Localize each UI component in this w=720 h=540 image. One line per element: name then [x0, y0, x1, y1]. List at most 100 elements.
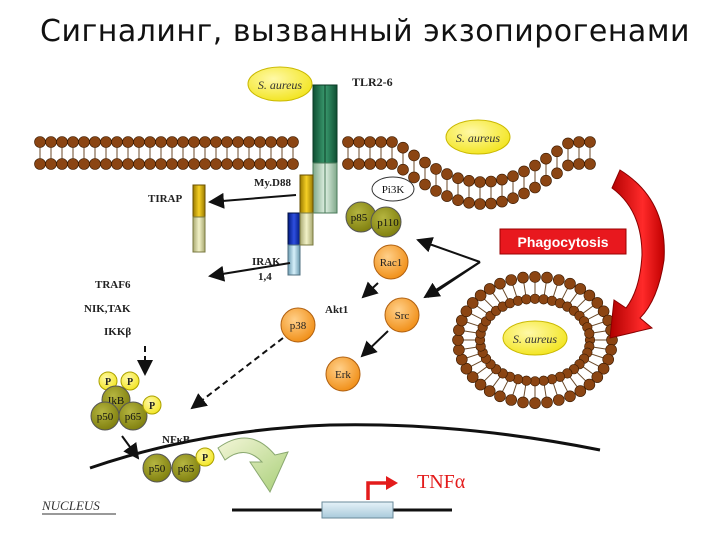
lipid-head [353, 158, 365, 170]
phagocytosis-banner: Phagocytosis [499, 228, 627, 255]
lipid-head [441, 168, 453, 180]
lipid-head [564, 277, 576, 290]
irak-number-label: 1,4 [258, 271, 272, 283]
lipid-head [529, 293, 541, 304]
transcription-start-arrow [366, 481, 388, 500]
tlr-label: TLR2-6 [352, 75, 393, 89]
lipid-head [34, 136, 46, 148]
tlr2-6-receptor [299, 84, 338, 214]
lipid-head [512, 295, 524, 306]
tnf-gene-box [321, 501, 394, 519]
lipid-head [518, 187, 530, 200]
svg-text:p50: p50 [97, 411, 114, 423]
lipid-head [342, 136, 354, 148]
lipid-head [552, 394, 565, 406]
lipid-head [605, 344, 617, 356]
lipid-head [342, 158, 354, 170]
lipid-head [78, 158, 90, 170]
lipid-head [538, 375, 549, 386]
lipid-head [517, 396, 529, 409]
lipid-head [199, 158, 211, 170]
lipid-head [562, 159, 574, 172]
lipid-head [546, 374, 558, 385]
lipid-head [474, 289, 487, 302]
translocation-swoosh-arrow [217, 437, 289, 494]
lipid-head [540, 174, 552, 187]
lipid-head [276, 158, 288, 170]
svg-text:Phagocytosis: Phagocytosis [517, 234, 608, 250]
svg-text:P: P [149, 401, 155, 412]
lipid-head [529, 181, 541, 194]
lipid-head [364, 136, 376, 148]
lipid-head [276, 136, 288, 148]
erk-node: Erk [325, 356, 361, 392]
lipid-head [210, 136, 222, 148]
svg-text:P: P [105, 377, 111, 388]
lipid-head [364, 158, 376, 170]
s-aureus-top: S. aureus [247, 66, 313, 102]
lipid-head [89, 158, 101, 170]
lipid-head [466, 297, 479, 309]
lipid-head [591, 297, 604, 309]
lipid-head [452, 172, 464, 184]
lipid-head [419, 156, 431, 169]
lipid-head [254, 136, 266, 148]
lipid-head [551, 145, 563, 158]
lipid-head [408, 171, 420, 184]
lipid-head [375, 136, 387, 148]
lipid-head [166, 136, 178, 148]
lipid-head [460, 305, 473, 318]
lipid-head [529, 376, 541, 387]
lipid-head [474, 176, 486, 188]
nucleus-label: NUCLEUS [41, 498, 116, 515]
lipid-head [133, 136, 145, 148]
lipid-head [177, 136, 189, 148]
lipid-head [45, 158, 57, 170]
lipid-head [494, 277, 506, 290]
lipid-head [538, 294, 549, 305]
lipid-head [455, 353, 468, 366]
lipid-head [460, 362, 473, 375]
lipid-head [166, 158, 178, 170]
lipid-head [521, 375, 532, 386]
svg-text:p65: p65 [178, 463, 195, 475]
lipid-head [474, 378, 487, 391]
lipid-head [584, 328, 595, 339]
lipid-head [188, 158, 200, 170]
slide-title: Сигналинг, вызванный экзопирогенами [40, 14, 690, 49]
lipid-head [453, 344, 465, 356]
lipid-head [232, 158, 244, 170]
lipid-head [375, 158, 387, 170]
lipid-head [419, 178, 431, 191]
svg-text:P: P [127, 377, 133, 388]
lipid-head [199, 136, 211, 148]
lipid-head [144, 158, 156, 170]
svg-text:Pi3K: Pi3K [382, 184, 405, 196]
lipid-head [574, 385, 587, 397]
tirap-block [192, 184, 206, 253]
lipid-head [597, 362, 610, 375]
svg-text:Erk: Erk [335, 369, 351, 381]
lipid-head [463, 175, 475, 187]
lipid-head [583, 378, 596, 391]
lipid-head [67, 136, 79, 148]
s-aureus-membrane: S. aureus [445, 119, 511, 155]
lipid-head [591, 371, 604, 383]
lipid-head [397, 163, 409, 176]
lipid-head [265, 136, 277, 148]
lipid-head [45, 136, 57, 148]
lipid-head [78, 136, 90, 148]
lipid-head [353, 136, 365, 148]
lipid-head [466, 371, 479, 383]
lipid-head [505, 274, 518, 286]
svg-text:S. aureus: S. aureus [456, 131, 501, 145]
lipid-head [529, 159, 541, 172]
lipid-head [67, 158, 79, 170]
rac1-node: Rac1 [373, 244, 409, 280]
lipid-head [521, 294, 532, 305]
lipid-head [441, 190, 453, 202]
signal-arrows [121, 192, 481, 460]
lipid-head [232, 136, 244, 148]
irak-receptor-segment [287, 212, 314, 276]
lipid-head [574, 283, 587, 295]
